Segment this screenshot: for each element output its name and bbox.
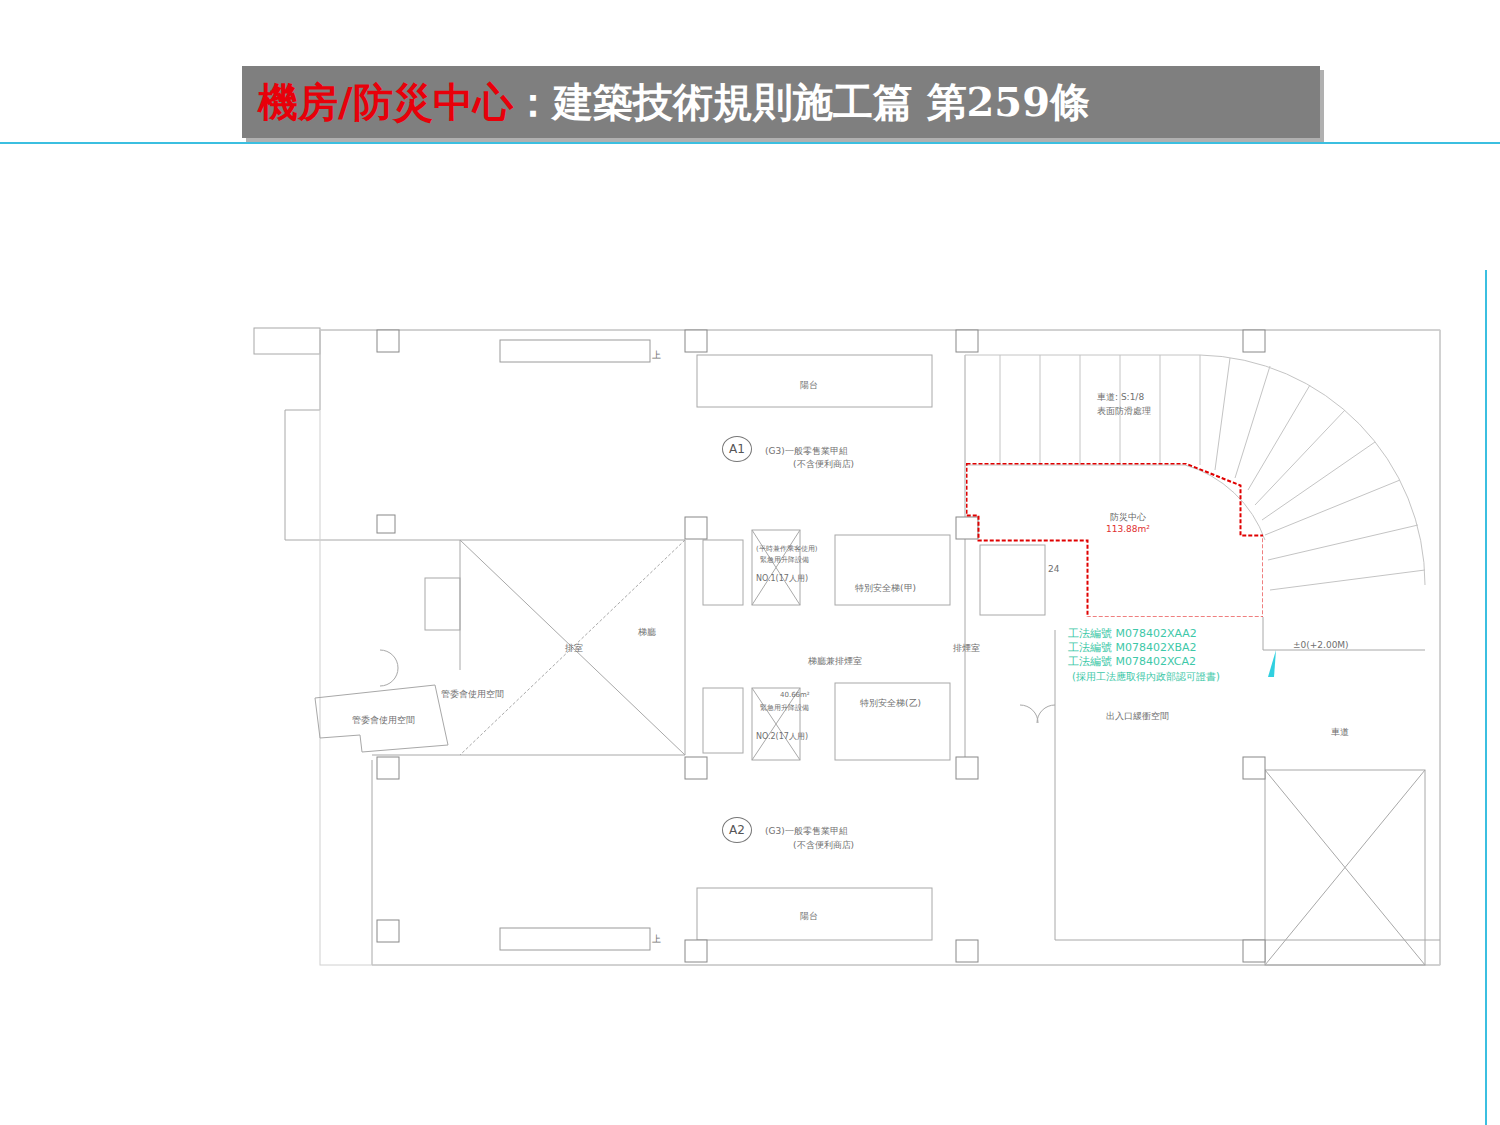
method-number-note: 工法編號 M078402XCA2 xyxy=(1068,656,1196,669)
method-number-note: 工法編號 M078402XBA2 xyxy=(1068,642,1197,655)
plan-label: 管委會使用空間 xyxy=(352,715,415,725)
red-dashed-boundary xyxy=(967,464,1264,618)
plan-label: 特別安全梯(乙) xyxy=(860,698,921,708)
plan-label: 排室 xyxy=(565,643,583,653)
plan-label: 24 xyxy=(1048,564,1059,574)
plan-label: (G3)一般零售業甲組 xyxy=(765,446,848,456)
unit-circle: A2 xyxy=(722,817,752,843)
plan-label: 管委會使用空間 xyxy=(441,689,504,699)
unit-id: A2 xyxy=(729,823,745,837)
rule-line xyxy=(0,142,1500,144)
plan-label: 排煙室 xyxy=(953,643,980,653)
method-number-note: 工法編號 M078402XAA2 xyxy=(1068,628,1197,641)
plan-label: NO.2(17人用) xyxy=(756,732,808,741)
plan-label: 緊急用升降設備 xyxy=(760,704,809,712)
plan-label: 梯廳兼排煙室 xyxy=(808,656,862,666)
plan-label: (不含便利商店) xyxy=(793,840,854,850)
room-name: 防災中心 xyxy=(1106,511,1150,524)
disaster-center-room: 防災中心113.88m² xyxy=(966,463,1263,617)
rule-line xyxy=(1485,270,1487,1125)
plan-label: 車道: S:1/8 xyxy=(1097,392,1144,402)
plan-label: (不含便利商店) xyxy=(793,459,854,469)
plan-label: 車道 xyxy=(1331,727,1349,737)
plan-label: 表面防滑處理 xyxy=(1097,406,1151,416)
title-text: ：建築技術規則施工篇 第259條 xyxy=(513,75,1090,130)
plan-label: (平時兼作乘客使用) xyxy=(756,545,817,553)
title-highlight: 機房/防災中心 xyxy=(258,75,513,130)
plan-label: (G3)一般零售業甲組 xyxy=(765,826,848,836)
plan-label: NO.1(17人用) xyxy=(756,574,808,583)
unit-id: A1 xyxy=(729,442,745,456)
title-band: 機房/防災中心：建築技術規則施工篇 第259條 xyxy=(242,66,1320,138)
plan-label: ±0(+2.00M) xyxy=(1293,640,1349,650)
walls xyxy=(254,328,1440,965)
method-number-note: (採用工法應取得內政部認可證書) xyxy=(1072,671,1220,683)
plan-label: 上 xyxy=(652,934,661,944)
plan-label: 出入口緩衝空間 xyxy=(1106,711,1169,721)
room-text: 防災中心113.88m² xyxy=(1106,511,1150,534)
plan-label: 緊急用升降設備 xyxy=(760,556,809,564)
plan-label: 上 xyxy=(652,350,661,360)
plan-label: 特別安全梯(甲) xyxy=(855,583,916,593)
plan-label: 陽台 xyxy=(800,911,818,921)
room-area: 113.88m² xyxy=(1106,524,1150,534)
plan-label: 40.66m² xyxy=(780,691,810,699)
unit-circle: A1 xyxy=(722,436,752,462)
room-outline xyxy=(966,463,1263,617)
plan-label: 梯廳 xyxy=(638,627,656,637)
plan-label: 陽台 xyxy=(800,380,818,390)
